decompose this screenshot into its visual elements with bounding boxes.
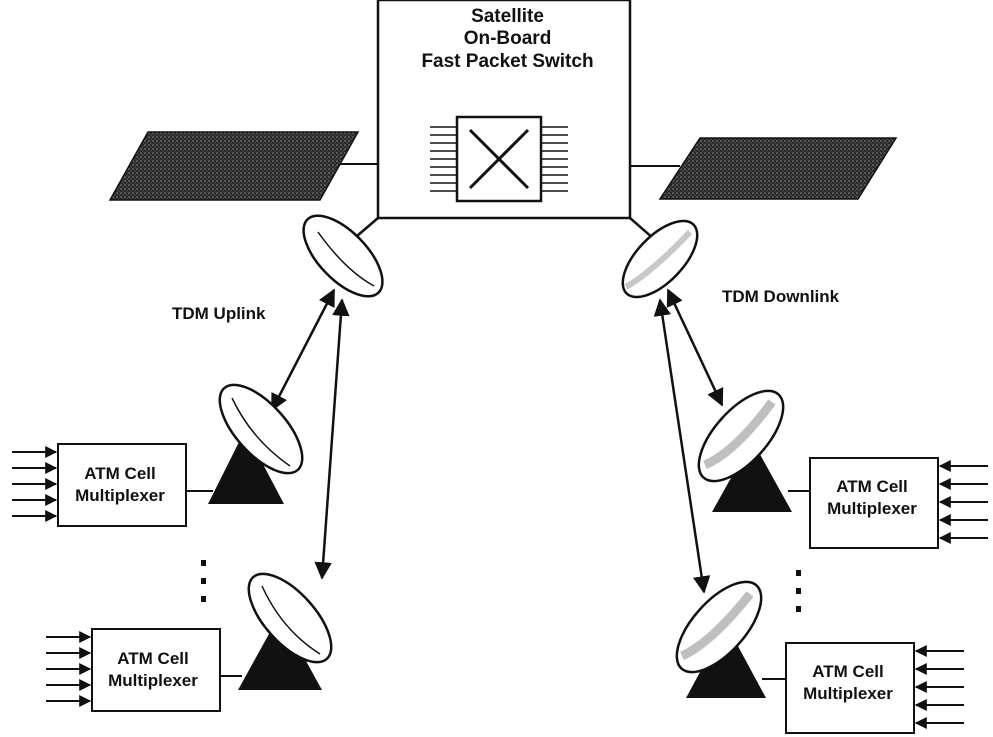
multiplexer-label-line-1: ATM Cell (836, 477, 908, 496)
mux-input-arrows-uplink-1 (12, 446, 58, 522)
multiplexer-label-line-1: ATM Cell (812, 662, 884, 681)
multiplexer-label-line-2: Multiplexer (827, 499, 917, 519)
multiplexer-label-downlink-1: ATM Cell Multiplexer (807, 476, 937, 520)
multiplexer-box-uplink-1 (57, 443, 213, 527)
uplink-arrows (270, 288, 350, 580)
satellite-antenna-arms (349, 217, 663, 247)
multiplexer-box-downlink-2 (762, 642, 915, 734)
downlink-label: TDM Downlink (722, 287, 840, 306)
satellite-title: Satellite On-Board Fast Packet Switch (385, 6, 630, 73)
multiplexer-label-uplink-2: ATM Cell Multiplexer (88, 648, 218, 692)
ellipsis-dots-uplink (201, 560, 206, 602)
ground-dish-uplink-1-icon (208, 383, 304, 504)
uplink-label: TDM Uplink (172, 304, 266, 323)
ground-dish-uplink-2-icon (238, 572, 333, 690)
switch-chip-icon (430, 115, 568, 203)
multiplexer-label-line-2: Multiplexer (108, 671, 198, 691)
multiplexer-label-downlink-2: ATM Cell Multiplexer (783, 661, 913, 705)
ellipsis-dots-downlink (796, 570, 801, 612)
multiplexer-label-uplink-1: ATM Cell Multiplexer (55, 463, 185, 507)
satellite-title-line-3: Fast Packet Switch (421, 50, 594, 72)
multiplexer-label-line-1: ATM Cell (84, 464, 156, 483)
mux-output-arrows-downlink-2 (914, 645, 964, 729)
multiplexer-box-downlink-1 (788, 457, 939, 549)
ground-dish-downlink-2-icon (675, 580, 766, 698)
satellite-title-line-1: Satellite (471, 6, 544, 27)
solar-panel-left (108, 131, 378, 201)
multiplexer-label-line-2: Multiplexer (803, 684, 893, 704)
multiplexer-label-line-1: ATM Cell (117, 649, 189, 668)
solar-panel-right (630, 137, 898, 200)
ground-dish-downlink-1-icon (697, 389, 792, 512)
multiplexer-label-line-2: Multiplexer (75, 486, 165, 506)
downlink-arrows (653, 288, 724, 594)
satellite-downlink-dish-icon (621, 219, 699, 299)
mux-output-arrows-downlink-1 (938, 460, 988, 544)
multiplexer-box-uplink-2 (91, 628, 242, 712)
satellite-uplink-dish-icon (302, 214, 384, 298)
mux-input-arrows-uplink-2 (46, 631, 92, 707)
satellite-title-line-2: On-Board (463, 28, 552, 50)
